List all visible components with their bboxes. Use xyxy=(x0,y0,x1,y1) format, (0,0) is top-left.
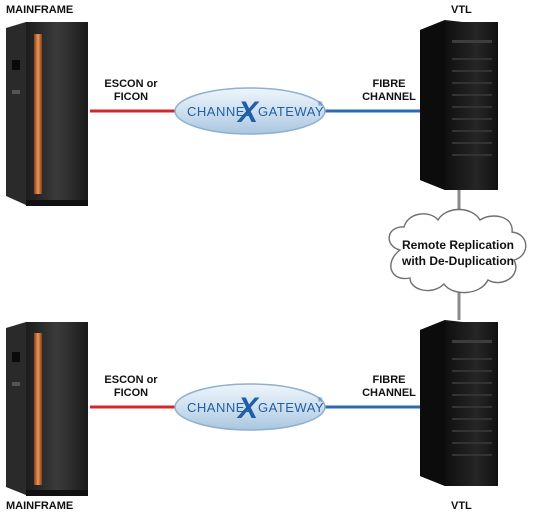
ficon-line: FICON xyxy=(113,387,149,399)
vtl-label-bottom: VTL xyxy=(451,500,472,512)
gateway-trademark: ® xyxy=(318,397,323,404)
fibre-line: FIBRE xyxy=(372,374,406,386)
fibre-channel-label-bottom: FIBRE CHANNEL xyxy=(358,374,420,400)
replication-line-1: Remote Replication xyxy=(401,238,515,252)
channel-line: CHANNEL xyxy=(362,91,416,103)
escon-ficon-label-top: ESCON or FICON xyxy=(100,78,162,104)
replication-cloud xyxy=(388,208,527,294)
mainframe-label-bottom: MAINFRAME xyxy=(6,500,74,512)
gateway-right-text: GATEWAY xyxy=(258,400,324,415)
gateway-left-text: CHANNEL xyxy=(187,400,253,415)
ficon-line: FICON xyxy=(113,91,149,103)
escon-line: ESCON or xyxy=(104,78,158,90)
vtl-label-top: VTL xyxy=(451,4,472,16)
mainframe-label-top: MAINFRAME xyxy=(6,4,74,16)
escon-ficon-label-bottom: ESCON or FICON xyxy=(100,374,162,400)
vtl-bottom xyxy=(420,320,498,486)
mainframe-bottom xyxy=(6,322,88,496)
vtl-top xyxy=(420,20,498,190)
gateway-left-text: CHANNEL xyxy=(187,104,253,119)
channel-line: CHANNEL xyxy=(362,387,416,399)
replication-line-2: with De-Duplication xyxy=(402,254,514,268)
fibre-channel-label-top: FIBRE CHANNEL xyxy=(358,78,420,104)
channel-gateway-logo-bottom: CHANNEL X GATEWAY ® xyxy=(174,383,326,431)
fibre-line: FIBRE xyxy=(372,78,406,90)
gateway-x-mark: X xyxy=(236,392,260,425)
channel-gateway-logo-top: CHANNEL X GATEWAY ® xyxy=(174,87,326,135)
gateway-trademark: ® xyxy=(318,101,323,108)
gateway-right-text: GATEWAY xyxy=(258,104,324,119)
mainframe-top xyxy=(6,22,88,206)
replication-label: Remote Replication with De-Duplication xyxy=(388,237,528,269)
escon-line: ESCON or xyxy=(104,374,158,386)
gateway-x-mark: X xyxy=(236,96,260,129)
